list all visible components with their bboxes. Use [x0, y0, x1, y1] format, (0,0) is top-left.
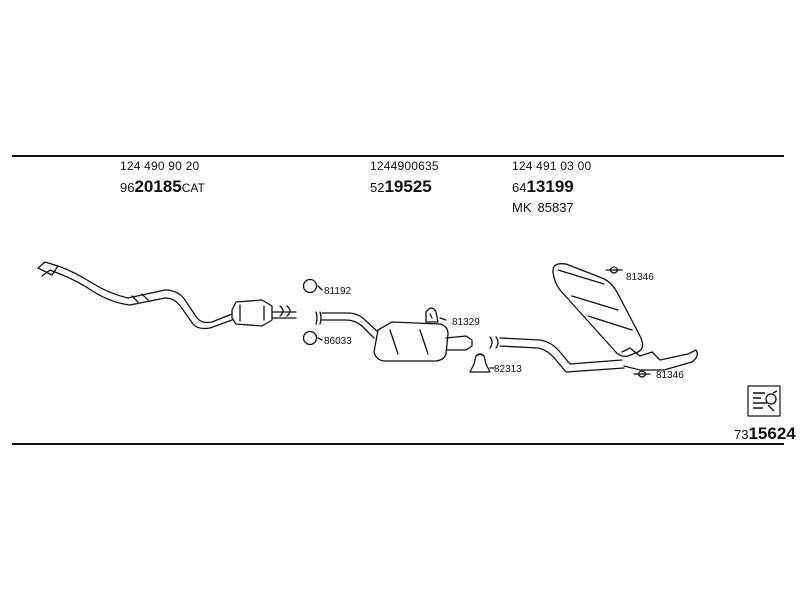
callout-label: 82313: [494, 364, 522, 375]
document-code-prefix: 73: [734, 427, 749, 442]
clamp-icon: [425, 307, 439, 323]
hanger-icon: [633, 370, 651, 378]
part-code-prefix: 96: [120, 180, 135, 195]
oe-number: 1244900635: [370, 159, 439, 173]
part-code-main: 19525: [384, 177, 432, 196]
ring-icon: [302, 278, 318, 294]
mounting-kit: MK 85837: [512, 201, 591, 214]
callout-label: 81346: [626, 272, 654, 283]
document-code: 7315624: [734, 425, 796, 443]
part-code-prefix: 64: [512, 180, 527, 195]
part-code-main: 20185: [134, 177, 182, 196]
part-rear-silencer: 124 491 03 00 6413199 MK 85837: [512, 160, 591, 214]
bottom-rule: [12, 443, 784, 445]
callout-label: 86033: [324, 336, 352, 347]
callout-label: 81192: [324, 286, 352, 297]
middle-silencer-drawing: [315, 311, 473, 362]
part-front-pipe: 124 490 90 20 9620185CAT: [120, 160, 205, 196]
part-code: 5219525: [370, 178, 439, 196]
part-code-prefix: 52: [370, 180, 385, 195]
part-middle-silencer: 1244900635 5219525: [370, 160, 439, 196]
document-reference-icon: [747, 385, 781, 417]
ring-icon: [302, 330, 318, 346]
callout-label: 81329: [452, 317, 480, 328]
part-code: 6413199: [512, 178, 591, 196]
callout-label: 81346: [656, 370, 684, 381]
bracket-icon: [469, 353, 491, 373]
part-code-suffix: CAT: [181, 181, 205, 195]
mounting-kit-number: 85837: [537, 200, 574, 215]
mounting-kit-label: MK: [512, 200, 532, 215]
front-pipe-drawing: [37, 261, 297, 330]
part-code-main: 13199: [526, 177, 574, 196]
top-rule: [12, 155, 784, 157]
oe-number: 124 490 90 20: [120, 159, 200, 173]
rear-silencer-drawing: [489, 263, 698, 373]
document-code-main: 15624: [748, 424, 796, 443]
oe-number: 124 491 03 00: [512, 159, 592, 173]
part-code: 9620185CAT: [120, 178, 205, 196]
hanger-icon: [605, 266, 623, 274]
